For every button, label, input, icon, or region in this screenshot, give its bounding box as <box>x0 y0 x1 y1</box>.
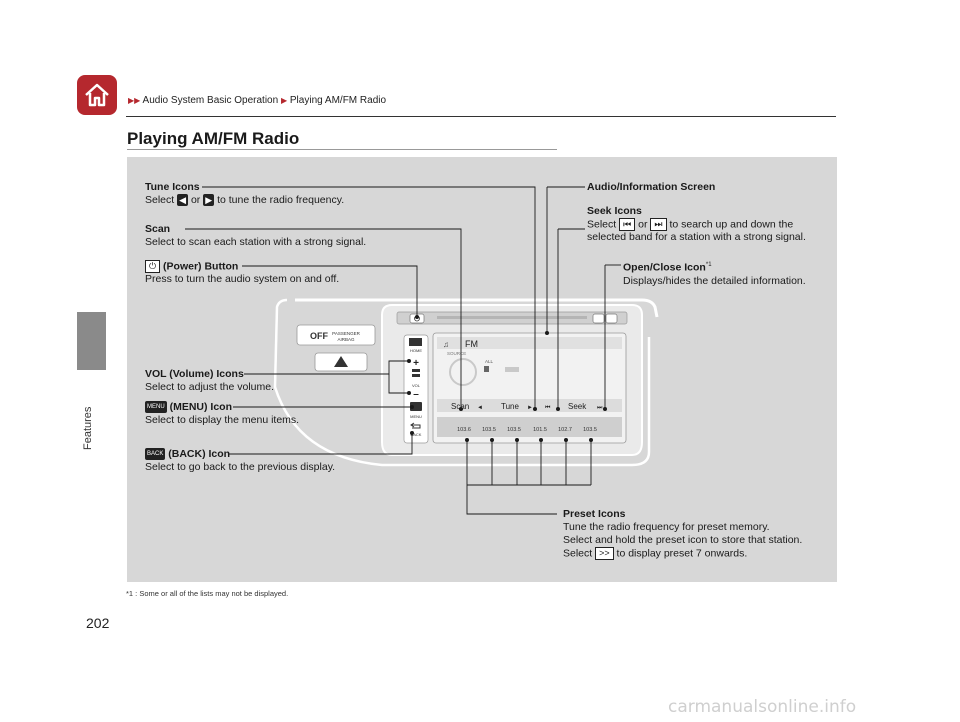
svg-text:OFF: OFF <box>310 331 328 341</box>
passenger-airbag-indicator <box>296 324 376 346</box>
svg-text:103.5: 103.5 <box>583 427 597 433</box>
footnote: *1 : Some or all of the lists may not be… <box>126 589 289 598</box>
dashboard-diagram: OFF PASSENGER AIRBAG HOME + VOL – MENU B… <box>185 186 659 515</box>
home-icon <box>85 83 109 107</box>
seek-label: Seek <box>568 402 587 411</box>
watermark: carmanualsonline.info <box>668 697 857 717</box>
svg-text:ALL: ALL <box>485 359 494 364</box>
seek-back-icon: ⏮ <box>619 218 636 231</box>
diagram-panel: OFF PASSENGER AIRBAG HOME + VOL – MENU B… <box>127 157 837 582</box>
menu-icon: MENU <box>145 401 167 414</box>
svg-text:VOL: VOL <box>412 383 421 388</box>
scan-button: Scan <box>451 402 469 411</box>
svg-text:–: – <box>413 389 419 400</box>
control-row <box>437 399 622 412</box>
breadcrumb: ▶▶ Audio System Basic Operation ▶ Playin… <box>128 95 386 106</box>
page-title: Playing AM/FM Radio <box>127 129 300 148</box>
title-rule <box>127 149 557 150</box>
breadcrumb-item[interactable]: Playing AM/FM Radio <box>289 95 387 106</box>
disc-slot <box>437 316 587 319</box>
menu-icon <box>410 402 422 411</box>
section-label: Features <box>82 406 94 450</box>
svg-text:103.5: 103.5 <box>482 427 496 433</box>
svg-text:SOURCE: SOURCE <box>447 351 466 356</box>
back-icon: BACK <box>145 448 166 461</box>
svg-text:101.5: 101.5 <box>533 427 547 433</box>
svg-text:AIRBAG: AIRBAG <box>337 337 355 342</box>
seek-forward-icon: ⏭ <box>650 218 667 231</box>
svg-text:⏭: ⏭ <box>597 405 603 411</box>
open-close-callout: Open/Close Icon*1 Displays/hides the det… <box>623 261 806 287</box>
svg-text:+: + <box>413 358 419 369</box>
power-icon: ⏻ <box>145 260 161 273</box>
svg-text:103.5: 103.5 <box>507 427 521 433</box>
seek-callout: Seek Icons Select ⏮ or ⏭ to search up an… <box>587 205 806 244</box>
more-presets-icon: >> <box>595 547 614 560</box>
svg-text:►: ► <box>527 405 533 411</box>
svg-text:PASSENGER: PASSENGER <box>332 331 360 336</box>
header-rule <box>126 116 836 117</box>
preset-row <box>437 417 622 437</box>
breadcrumb-arrow-icon: ▶▶ <box>128 96 141 105</box>
svg-text:102.7: 102.7 <box>558 427 572 433</box>
tune-label: Tune <box>501 402 519 411</box>
svg-text:⏮: ⏮ <box>545 405 551 411</box>
svg-text:103.6: 103.6 <box>457 427 471 433</box>
svg-text:◄: ◄ <box>477 405 483 411</box>
screen-status-bar <box>437 337 622 349</box>
svg-text:MENU: MENU <box>410 414 422 419</box>
station-artwork <box>449 358 477 386</box>
page-number: 202 <box>86 615 110 631</box>
tune-right-icon: ▶ <box>203 194 215 207</box>
home-grid-icon <box>409 338 422 346</box>
svg-text:BACK: BACK <box>411 432 422 437</box>
svg-text:HOME: HOME <box>410 348 422 353</box>
svg-text:FM: FM <box>465 339 478 349</box>
breadcrumb-arrow-icon: ▶ <box>280 96 288 105</box>
section-rail-marker <box>77 312 106 370</box>
tune-left-icon: ◀ <box>177 194 189 207</box>
audio-information-screen <box>432 332 627 444</box>
breadcrumb-item[interactable]: Audio System Basic Operation <box>142 95 279 106</box>
tune-callout: Tune Icons Select ◀ or ▶ to tune the rad… <box>145 181 345 207</box>
svg-text:♫: ♫ <box>443 340 449 349</box>
home-tab[interactable] <box>77 75 117 115</box>
audio-screen-callout: Audio/Information Screen <box>587 181 716 193</box>
preset-callout: Preset Icons Tune the radio frequency fo… <box>563 508 803 560</box>
